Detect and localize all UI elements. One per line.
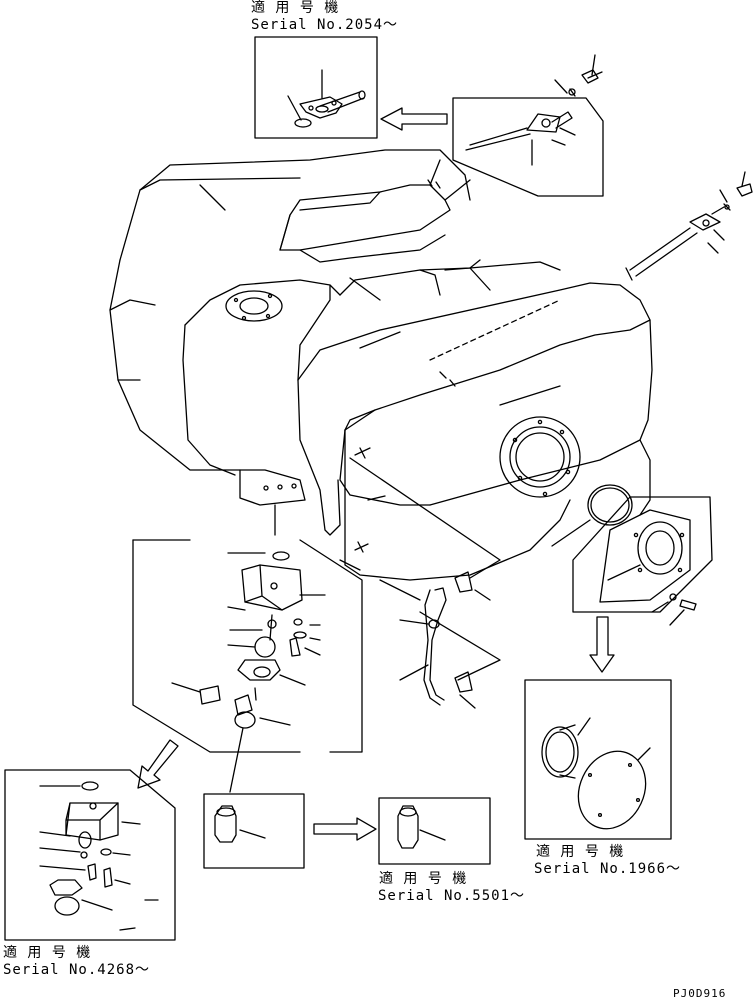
drawing-code: PJ0D916 [673,987,727,1000]
detail-box-top [254,36,378,139]
serial-label-5501: Serial No.5501～ [378,888,526,904]
detail-box-4268 [4,769,176,941]
serial-label-1966: Serial No.1966～ [534,861,682,877]
fuel-tank-body [109,149,653,581]
applicable-label-1966: 適 用 号 機 [536,844,625,860]
arrow-down-right [589,616,615,673]
applicable-label-5501: 適 用 号 機 [379,871,468,887]
detail-box-right [524,679,672,840]
detail-box-filter [203,793,305,869]
applicable-label-4268: 適 用 号 機 [3,945,92,961]
applicable-label-2054: 適 用 号 機 [251,0,340,16]
arrow-right-5501 [313,817,377,841]
serial-label-4268: Serial No.4268～ [3,962,151,978]
serial-label-2054: Serial No.2054～ [251,17,399,33]
arrow-to-top-box [380,107,448,131]
cover-group-right [551,484,713,626]
arrow-diagonal-4268 [137,739,179,789]
drain-valve-group [132,539,363,793]
hose-assembly [339,457,501,709]
sender-assembly-top [452,54,604,197]
sender-assembly-right [625,171,753,281]
detail-box-5501 [378,797,491,865]
